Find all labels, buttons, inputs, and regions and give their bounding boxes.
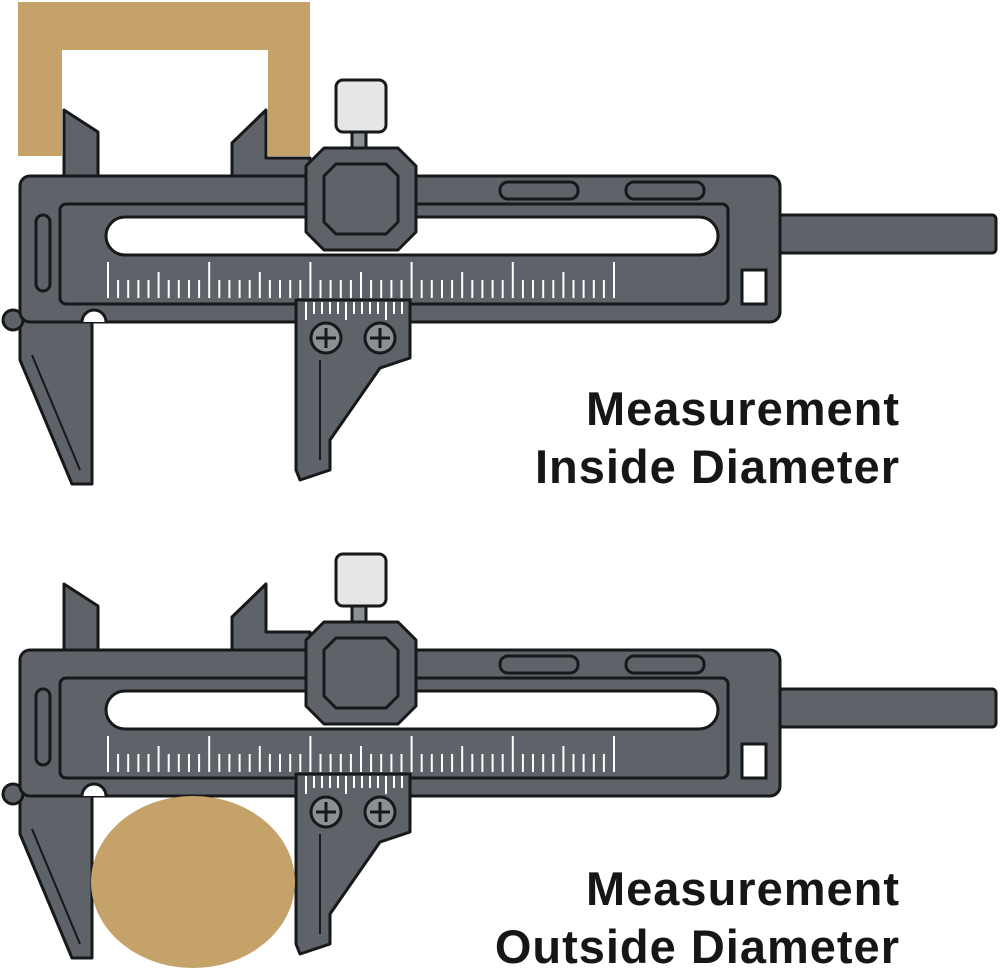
caption-line-1: Measurement	[586, 382, 900, 435]
caption-line-2: Inside Diameter	[534, 440, 900, 493]
caption-inside: Measurement Inside Diameter	[535, 380, 900, 496]
panel-inside-diameter	[1, 2, 998, 486]
panel-outside-diameter	[1, 552, 998, 968]
workpiece-bracket	[18, 2, 310, 156]
caption-outside: Measurement Outside Diameter	[495, 860, 900, 976]
caption-line-2: Outside Diameter	[494, 920, 900, 973]
workpiece-round	[91, 796, 295, 968]
caption-line-1: Measurement	[586, 862, 900, 915]
